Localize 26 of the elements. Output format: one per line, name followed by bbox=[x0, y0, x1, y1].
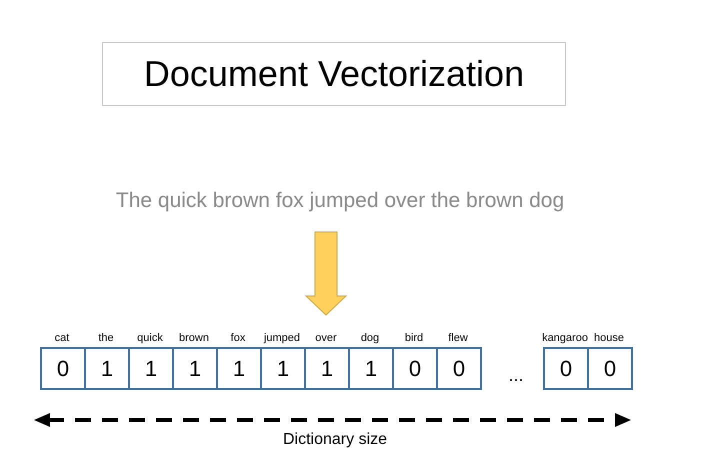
word-label: flew bbox=[447, 331, 469, 346]
word-label: dog bbox=[360, 331, 380, 346]
vector-cell: 1 bbox=[260, 347, 306, 390]
block-arrow bbox=[304, 232, 348, 316]
vector-cell: 0 bbox=[436, 347, 482, 390]
axis-label: Dictionary size bbox=[282, 430, 388, 450]
vector-cell: 1 bbox=[216, 347, 262, 390]
vector-cell: 0 bbox=[543, 347, 589, 390]
vector-cell: 0 bbox=[392, 347, 438, 390]
ellipsis-text: ... bbox=[507, 364, 524, 387]
vector-cell: 1 bbox=[84, 347, 130, 390]
word-label: quick bbox=[136, 331, 164, 346]
vector-cell: 0 bbox=[587, 347, 633, 390]
word-label: bird bbox=[404, 331, 424, 346]
title-box: Document Vectorization bbox=[102, 42, 566, 106]
word-label: the bbox=[97, 331, 115, 346]
vector-cell: 1 bbox=[128, 347, 174, 390]
word-label: jumped bbox=[262, 331, 302, 346]
vector-cell: 1 bbox=[172, 347, 218, 390]
vector-cell: 1 bbox=[348, 347, 394, 390]
word-label: cat bbox=[54, 331, 70, 346]
vector-cell: 1 bbox=[304, 347, 350, 390]
word-label: brown bbox=[178, 331, 210, 346]
sentence-text: The quick brown fox jumped over the brown dog bbox=[60, 185, 620, 216]
vector-cell: 0 bbox=[40, 347, 86, 390]
word-label: kangaroo bbox=[541, 331, 589, 346]
